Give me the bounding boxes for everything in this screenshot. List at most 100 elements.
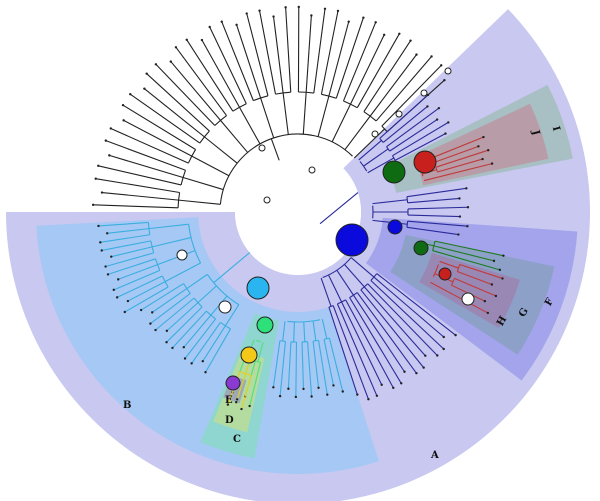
leaf-branch <box>140 283 184 311</box>
leaf-branch <box>127 281 166 302</box>
branch <box>197 285 217 304</box>
green-node <box>382 160 406 184</box>
leaf-tip <box>297 5 300 9</box>
leaf-tip <box>165 329 169 333</box>
leaf-tip <box>487 148 490 152</box>
leaf-branch <box>123 119 193 157</box>
leaf-branch <box>279 341 286 397</box>
leaf-branch <box>118 264 158 280</box>
leaf-tip <box>502 254 505 257</box>
leaf-tip <box>284 6 287 9</box>
branch <box>424 176 439 182</box>
leaf-branch <box>246 13 269 96</box>
red-node <box>413 150 437 174</box>
branch <box>344 264 365 288</box>
leaf-tip <box>112 288 115 292</box>
leaf-branch <box>111 246 153 258</box>
leaf-branch <box>349 297 402 384</box>
leaf-tip <box>240 407 243 411</box>
leaf-tip <box>97 164 100 167</box>
leaf-branch <box>221 21 254 101</box>
branch <box>182 176 224 191</box>
blue-node <box>387 219 403 235</box>
branch <box>439 260 459 269</box>
leaf-branch <box>407 206 468 210</box>
leaf-tip <box>272 15 275 18</box>
leaf-tip <box>182 346 185 349</box>
leaf-branch <box>407 220 468 227</box>
branch <box>213 252 251 284</box>
leaf-branch <box>146 73 210 132</box>
branch-arc <box>187 149 197 164</box>
leaf-tip <box>174 46 178 49</box>
leaf-tip <box>245 12 248 15</box>
leaf-branch <box>272 16 284 93</box>
branch <box>204 136 238 164</box>
leaf-branch <box>432 136 484 159</box>
leaf-tip <box>165 340 168 344</box>
leaf-branch <box>356 292 417 374</box>
leaf-branch <box>272 340 281 388</box>
leaf-tip <box>409 39 412 42</box>
leaf-tip <box>108 154 111 157</box>
leaf-tip <box>347 20 350 23</box>
leaf-tip <box>151 311 154 314</box>
leaf-tip <box>235 23 238 27</box>
branch <box>358 139 382 161</box>
leaf-branch <box>122 104 196 150</box>
leaf-tip <box>126 299 130 303</box>
leaf-branch <box>301 341 305 389</box>
leaf-branch <box>305 15 312 93</box>
leaf-tip <box>465 187 468 190</box>
clade-b-wedge <box>36 217 379 475</box>
leaf-tip <box>382 33 386 37</box>
leaf-tip <box>447 121 450 124</box>
leaf-branch <box>113 269 161 291</box>
leaf-tip <box>94 177 97 180</box>
leaf-branch <box>295 341 298 397</box>
leaf-branch <box>360 289 425 368</box>
branch <box>164 262 201 283</box>
branch <box>331 103 351 143</box>
branch-arc <box>275 91 291 95</box>
clade-label-j: J <box>529 128 541 137</box>
leaf-tip <box>458 215 462 218</box>
leaf-branch <box>341 301 383 386</box>
leaf-tip <box>317 386 320 390</box>
branch <box>178 199 221 205</box>
leaf-branch <box>435 149 489 168</box>
branch-arc <box>406 196 409 203</box>
leaf-branch <box>202 325 226 362</box>
leaf-tip <box>235 398 239 401</box>
branch <box>257 342 264 362</box>
leaf-branch <box>129 93 201 144</box>
leaf-tip <box>123 310 126 314</box>
leaf-branch <box>155 297 195 331</box>
leaf-tip <box>336 9 340 13</box>
branch <box>363 148 389 167</box>
leaf-branch <box>144 88 205 138</box>
leaf-branch <box>107 258 156 275</box>
branch <box>328 274 343 303</box>
leaf-tip <box>258 9 261 12</box>
leaf-branch <box>98 221 149 227</box>
leaf-branch <box>332 305 369 400</box>
leaf-tip <box>332 384 335 387</box>
leaf-branch <box>434 240 504 257</box>
leaf-branch <box>110 127 189 164</box>
clade-j-wedge <box>414 103 549 186</box>
purple-node <box>225 375 241 391</box>
branch-arc <box>435 167 438 173</box>
leaf-tip <box>110 255 113 258</box>
white-node <box>461 292 475 306</box>
leaf-branch <box>320 10 339 95</box>
leaf-branch <box>191 322 221 364</box>
leaf-branch <box>240 375 252 410</box>
leaf-tip <box>310 14 313 17</box>
leaf-tip <box>498 268 502 272</box>
branch-arc <box>206 274 240 306</box>
branch-arc <box>363 111 377 122</box>
branch-arc <box>323 337 330 340</box>
leaf-tip <box>444 132 447 135</box>
leaf-tip <box>100 191 104 194</box>
